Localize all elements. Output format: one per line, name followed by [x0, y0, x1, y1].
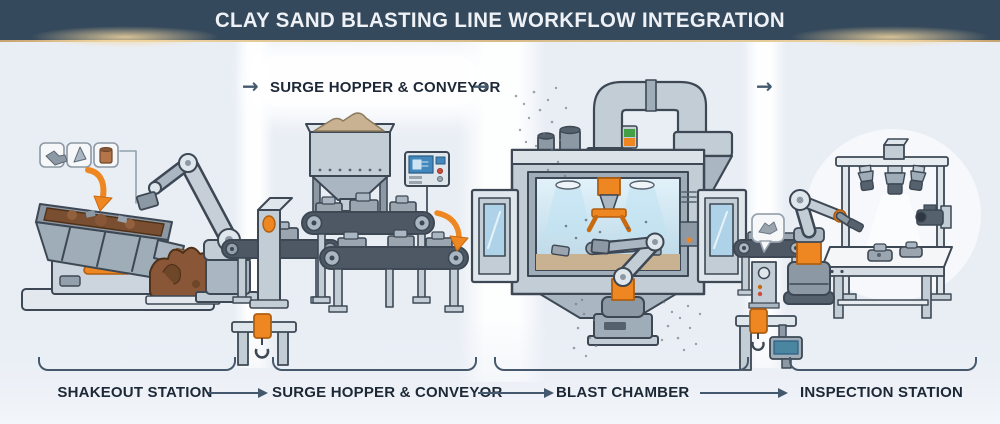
cone-part-icon — [73, 146, 87, 163]
flow-arrow-icon: → — [756, 74, 773, 98]
flow-arrow-icon: → — [242, 74, 259, 98]
camera-fixture — [908, 164, 927, 192]
flow-arrow — [208, 388, 268, 398]
surge-hopper-illustration — [221, 112, 469, 313]
flow-arrow — [700, 388, 788, 398]
page-title: CLAY SAND BLASTING LINE WORKFLOW INTEGRA… — [214, 9, 786, 32]
inspected-castings — [867, 241, 923, 262]
station-bracket — [38, 357, 236, 371]
chamber-door-right — [696, 188, 748, 284]
gold-divider — [0, 40, 1000, 42]
feed-arrow-icon — [85, 167, 107, 200]
part-icons — [39, 142, 137, 204]
flow-arrow-icon: → — [473, 74, 490, 98]
chamber-sand-floor — [536, 254, 680, 270]
control-panel — [404, 151, 450, 214]
chamber-door-left — [470, 188, 520, 284]
inspection-station-illustration — [751, 129, 981, 319]
side-camera — [915, 204, 952, 229]
camera-fixture — [857, 164, 875, 192]
sand-mold-box — [145, 246, 221, 305]
station-bracket — [494, 357, 749, 371]
casting-part-icon — [45, 150, 68, 166]
blast-gripper — [586, 177, 632, 233]
lower-conveyor — [319, 229, 469, 313]
station-bracket — [789, 357, 977, 371]
camera-fixture — [884, 165, 906, 195]
side-control-cabinet — [748, 261, 780, 309]
hopper-sand — [313, 112, 385, 132]
inspection-robot-arm — [783, 189, 864, 305]
shakeout-station-illustration — [21, 142, 259, 311]
chamber-light — [629, 180, 655, 190]
shakeout-tub — [35, 203, 193, 279]
station-label-surge-hopper: SURGE HOPPER & CONVEYOR — [272, 384, 503, 401]
flow-arrow — [478, 388, 554, 398]
top-label-halo — [262, 56, 474, 106]
icon-connector-line — [119, 150, 137, 204]
floor — [0, 320, 1000, 424]
title-bar: CLAY SAND BLASTING LINE WORKFLOW INTEGRA… — [0, 0, 1000, 40]
blast-robot-arm — [587, 232, 665, 346]
station-label-shakeout: SHAKEOUT STATION — [57, 384, 213, 401]
monitor-screen — [773, 340, 799, 355]
chamber-light — [555, 180, 581, 190]
station-label-blast-chamber: BLAST CHAMBER — [556, 384, 690, 401]
surge-hopper — [305, 112, 395, 217]
robot-gripper — [846, 218, 864, 233]
station-bracket — [272, 357, 477, 371]
station-label-inspection: INSPECTION STATION — [800, 384, 964, 401]
top-flow-label: SURGE HOPPER & CONVEYOR — [270, 79, 501, 96]
castings-on-belt — [315, 192, 417, 214]
gripped-casting — [135, 191, 159, 211]
